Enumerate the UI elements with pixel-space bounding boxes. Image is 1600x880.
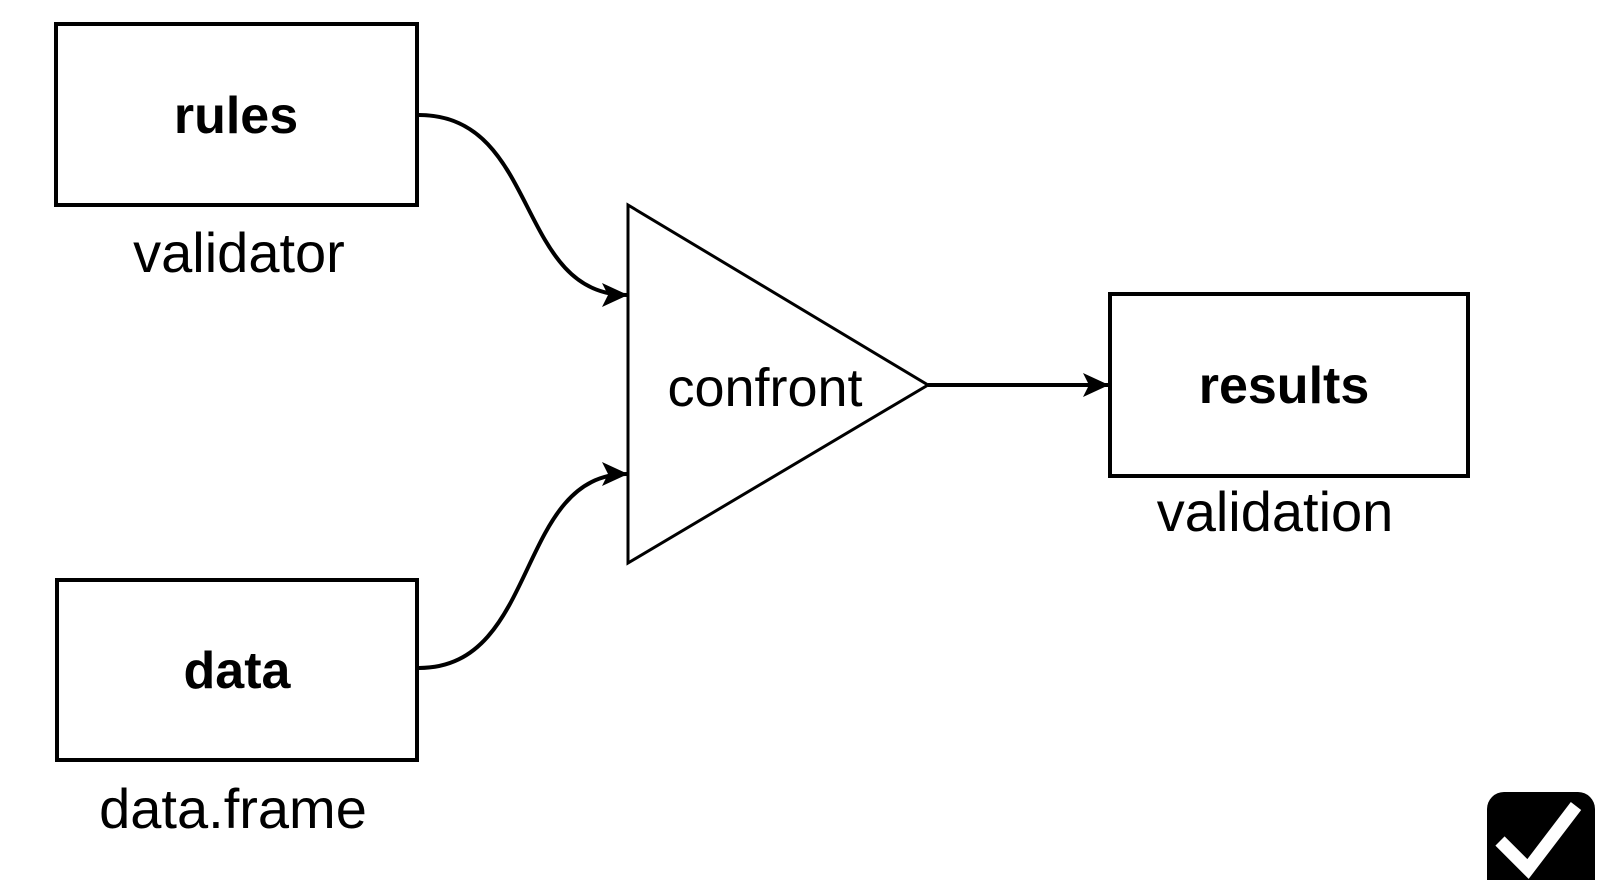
data-box-title: data xyxy=(184,642,292,700)
rules-box xyxy=(54,22,419,207)
edge-data-to-confront xyxy=(418,462,628,670)
check-badge-background xyxy=(1487,792,1595,880)
results-box-sublabel: validation xyxy=(1157,480,1394,543)
rules-box-sublabel: validator xyxy=(133,221,345,284)
data-box xyxy=(55,578,419,762)
data-box-sublabel: data.frame xyxy=(99,777,367,840)
checkmark-icon xyxy=(1495,802,1582,879)
rules-box-title: rules xyxy=(174,87,298,145)
check-badge xyxy=(1487,792,1595,880)
confront-triangle xyxy=(626,202,931,566)
results-box xyxy=(1108,292,1470,478)
results-box-title: results xyxy=(1199,357,1370,415)
confront-label: confront xyxy=(667,358,862,418)
edge-rules-to-confront xyxy=(418,113,628,307)
